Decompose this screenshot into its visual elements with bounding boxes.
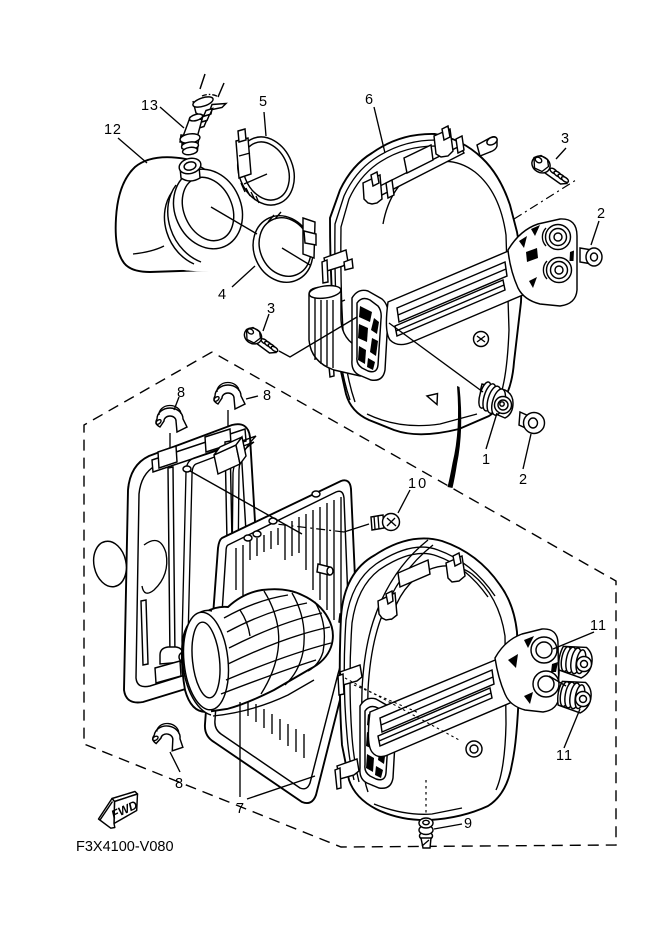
svg-text:11: 11 [590,618,607,634]
svg-text:6: 6 [365,92,374,108]
svg-text:5: 5 [259,94,268,110]
svg-text:9: 9 [464,816,473,832]
svg-text:8: 8 [263,388,272,404]
svg-text:3: 3 [267,301,276,317]
svg-text:2: 2 [519,472,528,488]
svg-text:11: 11 [556,748,573,764]
svg-text:12: 12 [104,122,122,138]
svg-text:13: 13 [141,98,159,114]
svg-text:3: 3 [561,131,570,147]
svg-text:1: 1 [482,452,491,468]
svg-text:10: 10 [408,476,428,492]
svg-text:8: 8 [175,776,184,792]
svg-text:2: 2 [597,206,606,222]
svg-text:4: 4 [218,287,227,303]
svg-text:8: 8 [177,385,186,401]
svg-text:F3X4100-V080: F3X4100-V080 [76,839,174,855]
svg-text:7: 7 [236,801,245,817]
